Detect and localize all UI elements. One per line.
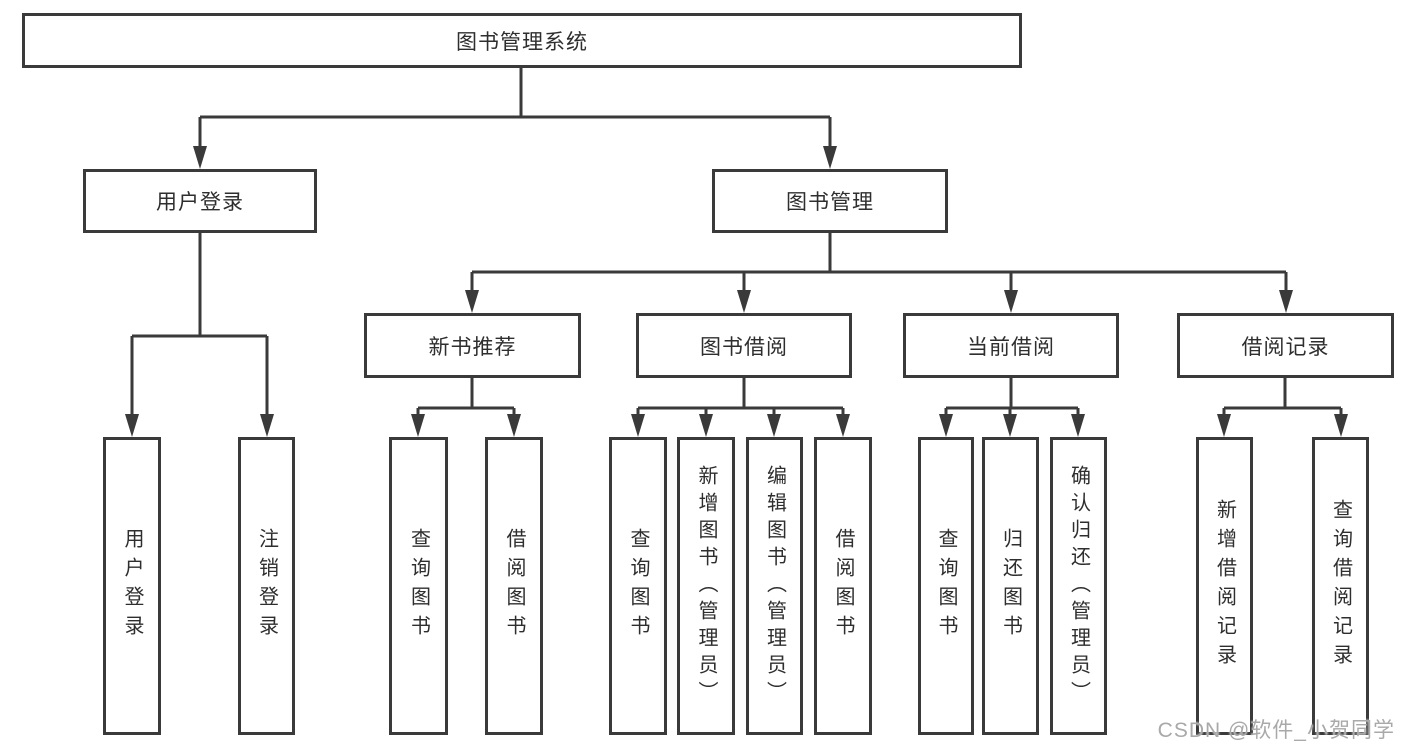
node-leaf-borrow-book-2: 借阅图书 (814, 437, 872, 735)
node-root-system: 图书管理系统 (22, 13, 1022, 68)
node-new-book-recommend: 新书推荐 (364, 313, 581, 378)
node-leaf-return-book: 归还图书 (982, 437, 1039, 735)
node-leaf-borrow-book-1: 借阅图书 (485, 437, 543, 735)
node-book-borrow: 图书借阅 (636, 313, 852, 378)
node-leaf-confirm-return: 确认归还（管理员） (1050, 437, 1107, 735)
node-leaf-add-book: 新增图书（管理员） (677, 437, 735, 735)
csdn-watermark: CSDN @软件_小贺同学 (1157, 719, 1395, 742)
node-user-login: 用户登录 (83, 169, 317, 233)
node-book-management: 图书管理 (712, 169, 948, 233)
node-leaf-logout: 注销登录 (238, 437, 295, 735)
node-leaf-user-login: 用户登录 (103, 437, 161, 735)
node-leaf-edit-book: 编辑图书（管理员） (746, 437, 803, 735)
node-leaf-query-book-2: 查询图书 (609, 437, 667, 735)
node-leaf-query-book-3: 查询图书 (918, 437, 974, 735)
node-borrow-records: 借阅记录 (1177, 313, 1394, 378)
node-current-borrow: 当前借阅 (903, 313, 1119, 378)
node-leaf-query-book-1: 查询图书 (389, 437, 448, 735)
node-leaf-query-record: 查询借阅记录 (1312, 437, 1369, 735)
node-leaf-add-record: 新增借阅记录 (1196, 437, 1253, 735)
